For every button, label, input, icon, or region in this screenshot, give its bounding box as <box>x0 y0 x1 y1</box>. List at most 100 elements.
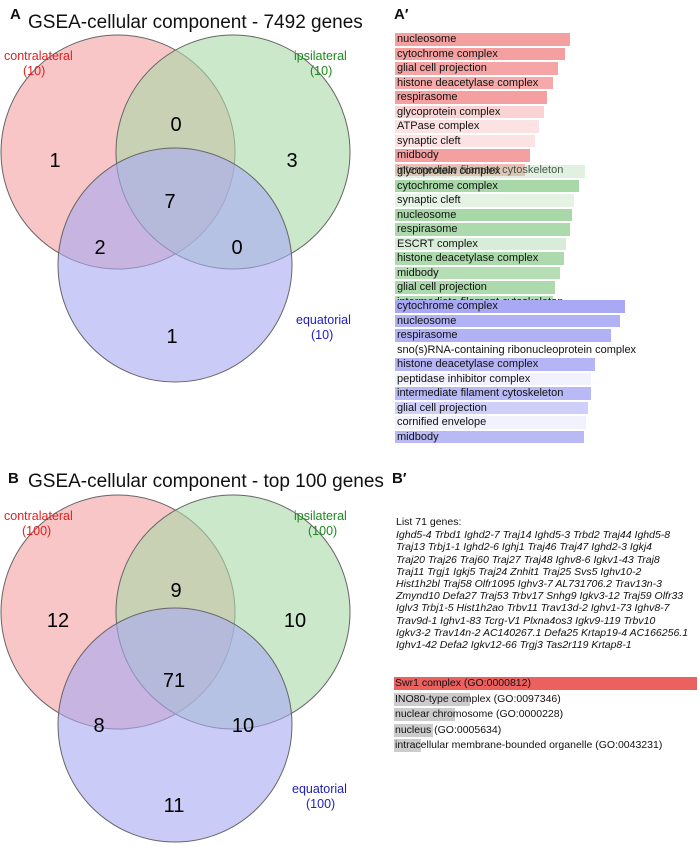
bar-label: ESCRT complex <box>397 237 478 250</box>
bar <box>395 149 530 162</box>
bar-row: nuclear chromosome (GO:0000228) <box>394 707 697 723</box>
bar-label: glial cell projection <box>397 281 487 293</box>
bar <box>394 708 455 721</box>
venn-a-region-contra-equat: 2 <box>94 237 105 259</box>
bar-row: intermediate filament cytoskeleton <box>395 163 570 178</box>
venn-b-circles <box>0 494 351 843</box>
bar-label: midbody <box>397 430 439 443</box>
bar <box>395 33 570 46</box>
venn-b-count-ipsilateral: (100) <box>308 524 337 538</box>
venn-a-title: GSEA-cellular component - 7492 genes <box>28 12 363 33</box>
bar-list-go-terms: Swr1 complex (GO:0000812)INO80-type comp… <box>394 676 697 754</box>
bar-label: nucleus (GO:0005634) <box>395 723 502 736</box>
panel-letter-a: A <box>10 6 21 23</box>
venn-b-label-equatorial: equatorial <box>292 782 347 796</box>
bar-row: respirasome <box>395 90 570 105</box>
gene-line: Hist1h2bl Traj58 Olfr1095 Ighv3-7 AL7317… <box>396 578 662 591</box>
bar-row: intracellular membrane-bounded organelle… <box>394 738 697 754</box>
bar <box>394 692 470 706</box>
venn-b-region-ipsi-only: 10 <box>284 610 306 632</box>
bar-label: glycoprotein complex <box>397 105 501 118</box>
venn-b-region-contra-equat: 8 <box>93 715 104 737</box>
bar <box>395 266 561 279</box>
bar-row: glycoprotein complex <box>395 164 585 179</box>
bar-label: synaptic cleft <box>397 134 461 147</box>
bar <box>395 314 621 327</box>
bar-row: nucleus (GO:0005634) <box>394 723 697 739</box>
bar-label: ATPase complex <box>397 120 480 132</box>
venn-a-circle-equatorial <box>57 147 293 383</box>
venn-a-label-contralateral: contralateral <box>4 49 73 63</box>
bar-label: respirasome <box>397 329 458 341</box>
bar-row: peptidase inhibitor complex <box>395 372 625 387</box>
bar-row: sno(s)RNA-containing ribonucleoprotein c… <box>395 343 636 358</box>
bar-label: nucleosome <box>397 33 457 45</box>
venn-b-region-contra-only: 12 <box>47 610 69 632</box>
bar <box>395 134 535 147</box>
bar-row: intermediate filament cytoskeleton <box>395 386 625 401</box>
gene-list-lines: Ighd5-4 Trbd1 Ighd2-7 Traj14 Ighd5-3 Trb… <box>396 529 696 651</box>
bar <box>395 281 555 294</box>
panel-letter-b: B <box>8 470 19 487</box>
venn-a-count-contralateral: (10) <box>23 64 45 78</box>
venn-b-circle-equatorial <box>57 607 293 843</box>
bar-label: midbody <box>397 266 439 279</box>
gene-line: Traj13 Trbj1-1 Ighd2-6 Ighj1 Traj46 Traj… <box>396 541 653 554</box>
venn-a-region-equat-only: 1 <box>166 326 177 348</box>
bar-label: cornified envelope <box>397 416 487 428</box>
bar <box>394 723 434 737</box>
bar <box>395 430 584 443</box>
gene-line: Traj11 Trgj1 Igkj5 Traj24 Znhit1 Traj25 … <box>396 565 642 578</box>
bar <box>395 76 553 89</box>
bar <box>394 739 422 752</box>
bar-row: cornified envelope <box>395 415 625 430</box>
bar <box>395 387 591 400</box>
bar-row: respirasome <box>395 328 625 343</box>
bar <box>394 677 697 690</box>
venn-a-count-ipsilateral: (10) <box>310 64 332 78</box>
bar-label: sno(s)RNA-containing ribonucleoprotein c… <box>397 343 637 356</box>
bar-row: histone deacetylase complex <box>395 357 625 372</box>
bar-row: nucleosome <box>395 32 570 47</box>
bar <box>395 120 539 133</box>
venn-b-region-ipsi-equat: 10 <box>232 715 254 737</box>
bar-label: nuclear chromosome (GO:0000228) <box>395 708 564 720</box>
venn-a-count-equatorial: (10) <box>311 328 333 342</box>
venn-b-title: GSEA-cellular component - top 100 genes <box>28 471 384 492</box>
bar-row: glial cell projection <box>395 280 585 295</box>
gene-line: Ighv1-42 Defa2 Igkv12-66 Trgj3 Tas2r119 … <box>396 639 632 652</box>
bar-label: INO80-type complex (GO:0097346) <box>395 692 561 705</box>
bar <box>395 252 565 265</box>
bar <box>395 165 585 178</box>
bar <box>395 105 544 118</box>
venn-diagram-b: contralateral (100) ipsilateral (100) eq… <box>0 494 351 843</box>
gene-list-header: List 71 genes: <box>396 516 462 528</box>
bar <box>395 223 570 236</box>
bar-row: glial cell projection <box>395 61 570 76</box>
bar <box>395 179 580 192</box>
venn-b-region-equat-only: 11 <box>164 795 185 817</box>
bar-label: nucleosome <box>397 314 457 327</box>
venn-a-region-all: 7 <box>164 191 175 213</box>
venn-b-count-contralateral: (100) <box>22 524 51 538</box>
venn-diagram-a: contralateral (10) ipsilateral (10) equa… <box>0 34 351 383</box>
bar-row: INO80-type complex (GO:0097346) <box>394 692 697 708</box>
bar-row: cytochrome complex <box>395 299 625 314</box>
bar-row: ESCRT complex <box>395 237 585 252</box>
venn-b-region-all: 71 <box>163 670 185 692</box>
venn-a-region-contra-ipsi: 0 <box>170 114 181 136</box>
bar-row: histone deacetylase complex <box>395 76 570 91</box>
venn-a-region-contra-only: 1 <box>49 150 60 172</box>
venn-a-circles <box>0 34 351 383</box>
bar-label: peptidase inhibitor complex <box>397 372 531 385</box>
bar-label: cytochrome complex <box>397 179 498 192</box>
gene-line: Ighd5-4 Trbd1 Ighd2-7 Traj14 Ighd5-3 Trb… <box>396 529 671 542</box>
bar-label: nucleosome <box>397 208 457 221</box>
bar-label: histone deacetylase complex <box>397 358 539 370</box>
bar-row: nucleosome <box>395 314 625 329</box>
venn-a-region-ipsi-equat: 0 <box>231 237 242 259</box>
bar-row: ATPase complex <box>395 119 570 134</box>
bar-row: glycoprotein complex <box>395 105 570 120</box>
venn-a-label-ipsilateral: ipsilateral <box>294 49 347 63</box>
